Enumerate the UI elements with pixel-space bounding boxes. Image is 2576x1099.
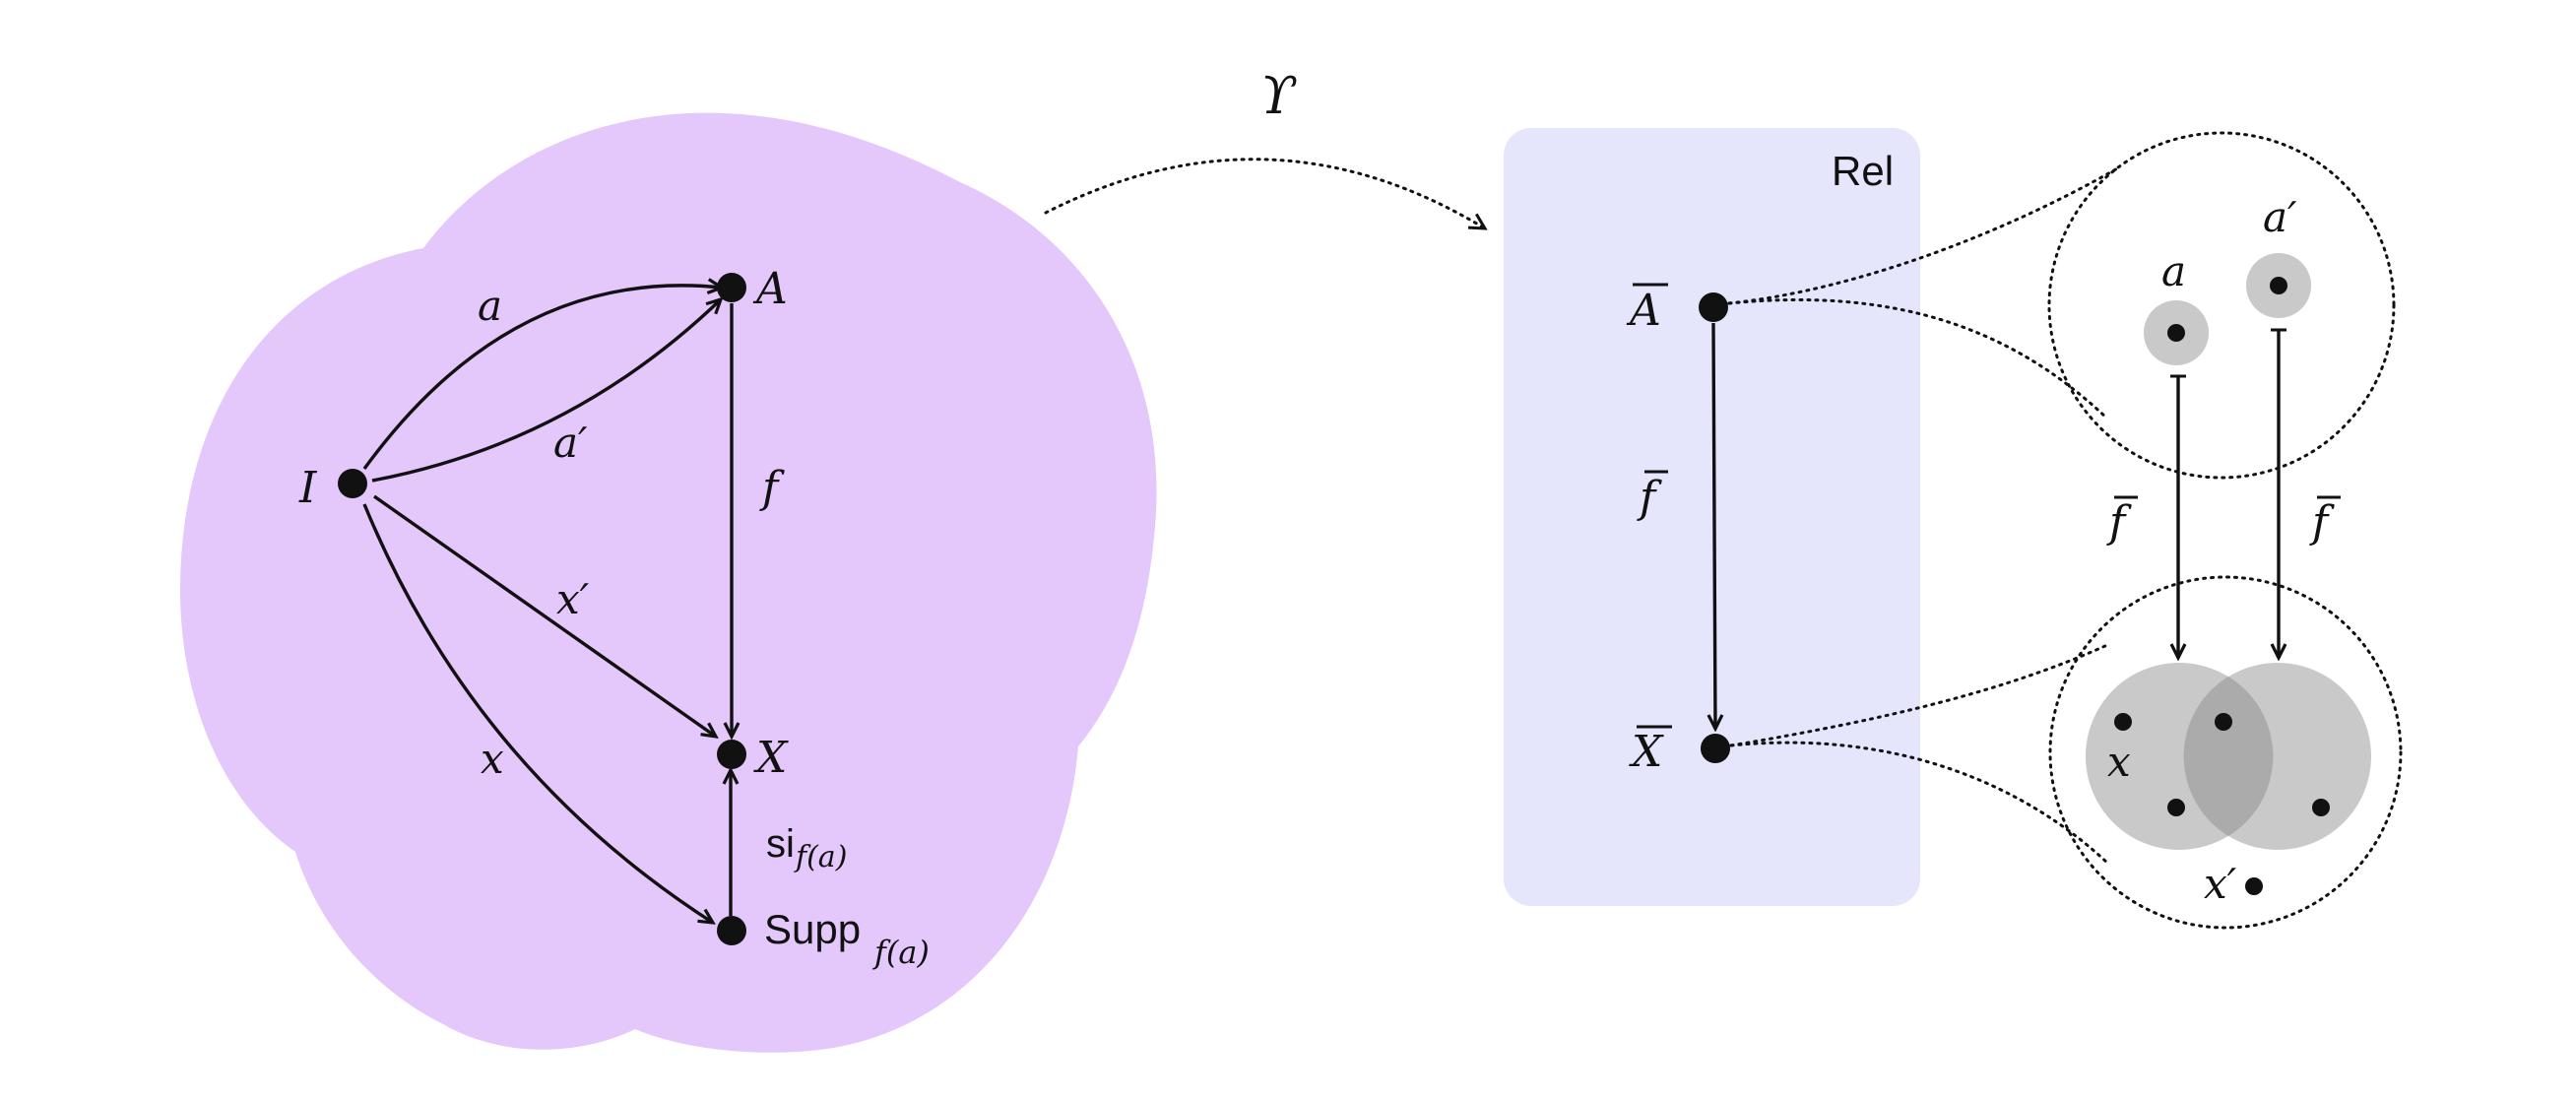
- mapping-label-left: f: [2106, 497, 2132, 548]
- rel-edge-f: [1713, 322, 1715, 729]
- element-x-prime-dot: [2245, 877, 2263, 895]
- rel-box-title: Rel: [1832, 148, 1894, 194]
- zoom-top-circle: [2047, 131, 2396, 480]
- zoom-bottom-connector-lower: [1729, 741, 2111, 867]
- edge-x-prime-label: x′: [556, 575, 590, 623]
- mapping-label-right: f: [2309, 497, 2335, 548]
- rel-node-A-label: A: [1626, 286, 1661, 336]
- element-left-lower-dot: [2167, 799, 2185, 816]
- element-x-prime-label: x′: [2204, 860, 2237, 908]
- element-a-prime-label: a′: [2263, 193, 2297, 241]
- zoom-bottom-connector-upper: [1729, 643, 2109, 747]
- edge-a: [362, 286, 722, 471]
- element-x-dot: [2114, 713, 2132, 731]
- rel-node-X-label: X: [1629, 727, 1664, 777]
- functor-label: ϒ: [1260, 67, 1297, 126]
- node-A-label: A: [752, 264, 788, 314]
- rel-node-X-dot: [1701, 734, 1730, 763]
- edge-x-prime: [373, 494, 716, 737]
- element-overlap-dot: [2215, 713, 2232, 731]
- node-I-dot: [338, 469, 367, 498]
- edge-x-label: x: [481, 735, 504, 783]
- element-right-lower-dot: [2312, 799, 2330, 816]
- node-X-label: X: [753, 733, 789, 783]
- element-a-dot: [2167, 324, 2185, 342]
- rel-box: [1504, 128, 1920, 906]
- node-I-label: I: [298, 463, 318, 513]
- edge-a-label: a: [478, 282, 502, 330]
- edge-a-prime-label: a′: [553, 419, 588, 467]
- edge-si-subscript: f(a): [794, 840, 847, 874]
- element-a-label: a: [2161, 247, 2186, 295]
- zoom-bottom-circle: [2048, 575, 2403, 930]
- zoom-top-connector-lower: [1727, 297, 2109, 420]
- element-a-prime-dot: [2270, 277, 2287, 294]
- node-A-dot: [717, 273, 746, 302]
- rel-node-A-dot: [1699, 292, 1728, 322]
- node-supp-subscript: f(a): [872, 934, 930, 971]
- edge-x: [362, 503, 713, 923]
- category-cloud: [179, 112, 1157, 1053]
- edge-a-prime: [371, 299, 721, 483]
- node-supp-dot: [717, 916, 746, 945]
- functor-arrow: [1044, 158, 1488, 230]
- edge-si-label: si: [766, 822, 795, 866]
- element-x-label: x: [2107, 738, 2131, 786]
- node-supp-label: Supp: [764, 906, 861, 952]
- node-X-dot: [717, 740, 746, 769]
- subset-overlap: [2183, 677, 2274, 836]
